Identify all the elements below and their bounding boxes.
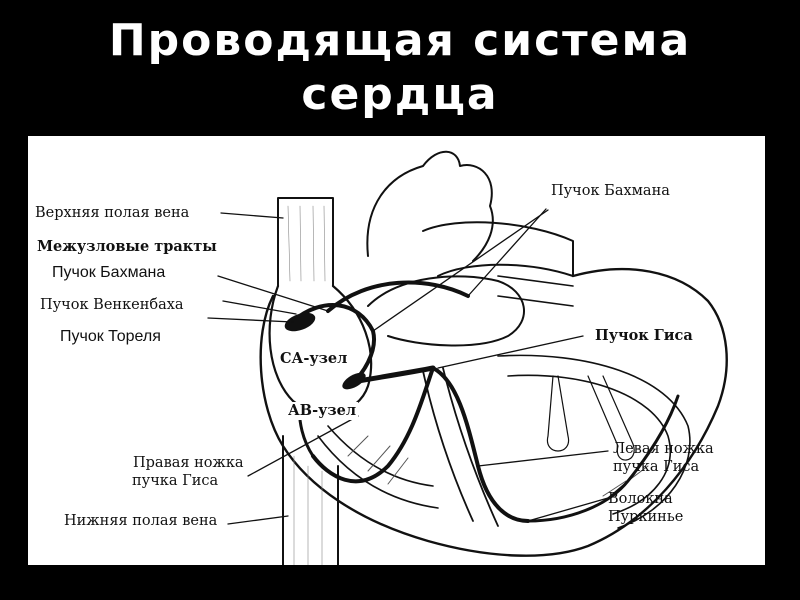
ivc-shading <box>293 455 323 565</box>
left-ventricle-wall <box>497 354 691 529</box>
label-purkinje-line-1: Волокна <box>608 491 673 507</box>
label-sa-node: СА-узел <box>278 350 350 368</box>
trabeculae <box>347 435 649 497</box>
aorta <box>366 150 494 262</box>
bachmann-bundle <box>326 280 470 313</box>
left-bundle-branch <box>431 366 530 523</box>
av-node <box>342 372 366 390</box>
label-left-bundle-line-2: пучка Гиса <box>613 459 700 475</box>
heart-diagram: Верхняя полая вена Межузловые тракты Пуч… <box>28 136 765 565</box>
label-av-node: АВ-узел <box>286 402 359 420</box>
label-bachmann-left: Пучок Бахмана <box>52 264 166 281</box>
right-bundle-branch <box>311 366 435 484</box>
slide-title: Проводящая система сердца <box>0 14 800 122</box>
left-atrium <box>367 275 525 347</box>
label-bachmann-right: Пучок Бахмана <box>551 183 670 199</box>
label-internodal-tracts: Межузловые тракты <box>37 238 217 255</box>
svc-shading <box>287 205 326 282</box>
right-ventricle-wall <box>317 425 439 509</box>
label-thorel: Пучок Тореля <box>60 328 161 345</box>
slide-title-line-2: сердца <box>301 69 499 120</box>
pulmonary-artery <box>422 221 574 277</box>
heart-drawing <box>207 150 728 565</box>
slide-title-line-1: Проводящая система <box>108 15 692 66</box>
superior-vena-cava <box>277 197 334 287</box>
label-left-bundle-line-1: Левая ножка <box>613 441 714 457</box>
label-superior-vena-cava: Верхняя полая вена <box>35 205 190 221</box>
pulmonary-veins <box>497 275 574 307</box>
sa-node <box>284 312 316 332</box>
papillary-muscles <box>546 375 635 461</box>
label-right-bundle-line-1: Правая ножка <box>133 455 244 471</box>
label-wenckebach: Пучок Венкенбаха <box>40 297 184 313</box>
interventricular-septum <box>422 367 499 527</box>
label-his-bundle: Пучок Гиса <box>595 327 693 344</box>
label-right-bundle-line-2: пучка Гиса <box>132 473 219 489</box>
his-bundle <box>355 365 436 384</box>
label-inferior-vena-cava: Нижняя полая вена <box>64 513 218 529</box>
leader-lines <box>207 208 629 525</box>
inferior-vena-cava <box>282 435 339 565</box>
label-purkinje-line-2: Пуркинье <box>608 509 684 525</box>
